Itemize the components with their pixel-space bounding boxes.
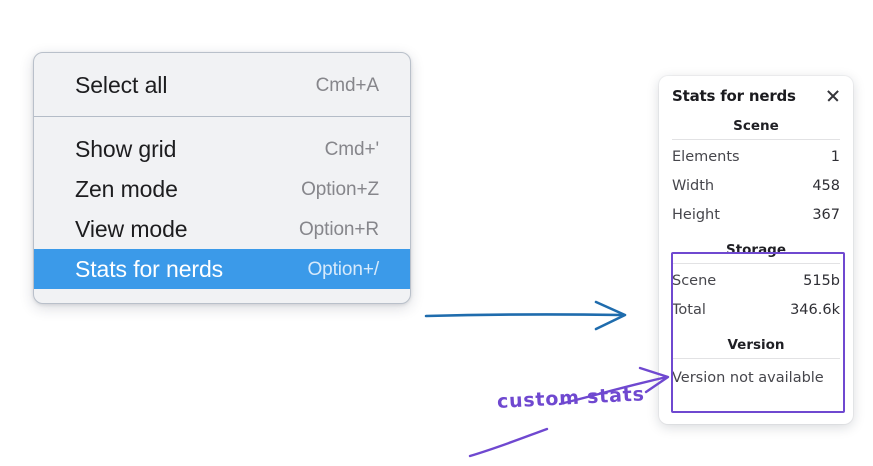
stat-key: Width [672,177,715,194]
stat-value: 367 [812,206,840,223]
stat-key: Scene [672,272,717,289]
menu-item-label: Show grid [75,135,177,162]
menu-divider [34,116,410,117]
stat-value: 1 [830,148,840,165]
stat-row-elements: Elements 1 [672,142,840,171]
stats-panel-header: Stats for nerds [659,76,853,105]
stat-row-width: Width 458 [672,171,840,200]
menu-section-1: Select all Cmd+A [34,53,410,116]
stat-row-storage-total: Total 346.6k [672,295,840,324]
menu-section-2: Show grid Cmd+' Zen mode Option+Z View m… [34,117,410,303]
section-rule [672,358,840,359]
menu-item-view-mode[interactable]: View mode Option+R [34,209,410,249]
section-rule [672,263,840,264]
menu-item-label: View mode [75,215,188,242]
menu-item-select-all[interactable]: Select all Cmd+A [34,65,410,105]
menu-item-show-grid[interactable]: Show grid Cmd+' [34,129,410,169]
close-icon[interactable] [825,88,841,104]
stats-panel-body: Scene Elements 1 Width 458 Height 367 St… [659,105,853,395]
context-menu[interactable]: Select all Cmd+A Show grid Cmd+' Zen mod… [33,52,411,304]
menu-item-stats-for-nerds[interactable]: Stats for nerds Option+/ [34,249,410,289]
menu-item-label: Zen mode [75,175,178,202]
menu-item-shortcut: Option+/ [307,258,379,280]
stat-row-height: Height 367 [672,200,840,229]
menu-item-label: Stats for nerds [75,255,224,282]
menu-item-shortcut: Option+Z [301,178,379,200]
stat-value: 458 [812,177,840,194]
section-heading-version: Version [727,337,785,353]
custom-stats-pointer-arrow [558,366,670,406]
custom-stats-annotation-label: custom stats [496,383,646,413]
stat-value: 515b [803,272,840,289]
custom-stats-underline-stroke [468,427,549,458]
menu-item-shortcut: Cmd+' [324,138,379,160]
stat-row-storage-scene: Scene 515b [672,266,840,295]
menu-item-zen-mode[interactable]: Zen mode Option+Z [34,169,410,209]
section-rule [672,139,840,140]
stat-value: 346.6k [790,301,840,318]
menu-to-panel-arrow [424,300,627,331]
stat-key: Elements [672,148,740,165]
menu-item-shortcut: Cmd+A [315,74,379,96]
stat-row-version: Version not available [672,370,824,386]
stat-key: Height [672,206,720,223]
stat-key: Total [672,301,706,318]
menu-item-shortcut: Option+R [299,218,379,240]
section-heading-scene: Scene [733,118,779,134]
section-heading-storage: Storage [725,242,787,258]
menu-item-label: Select all [75,71,168,98]
stats-panel-title: Stats for nerds [672,87,796,105]
stats-for-nerds-panel: Stats for nerds Scene Elements 1 Width 4… [659,76,853,424]
